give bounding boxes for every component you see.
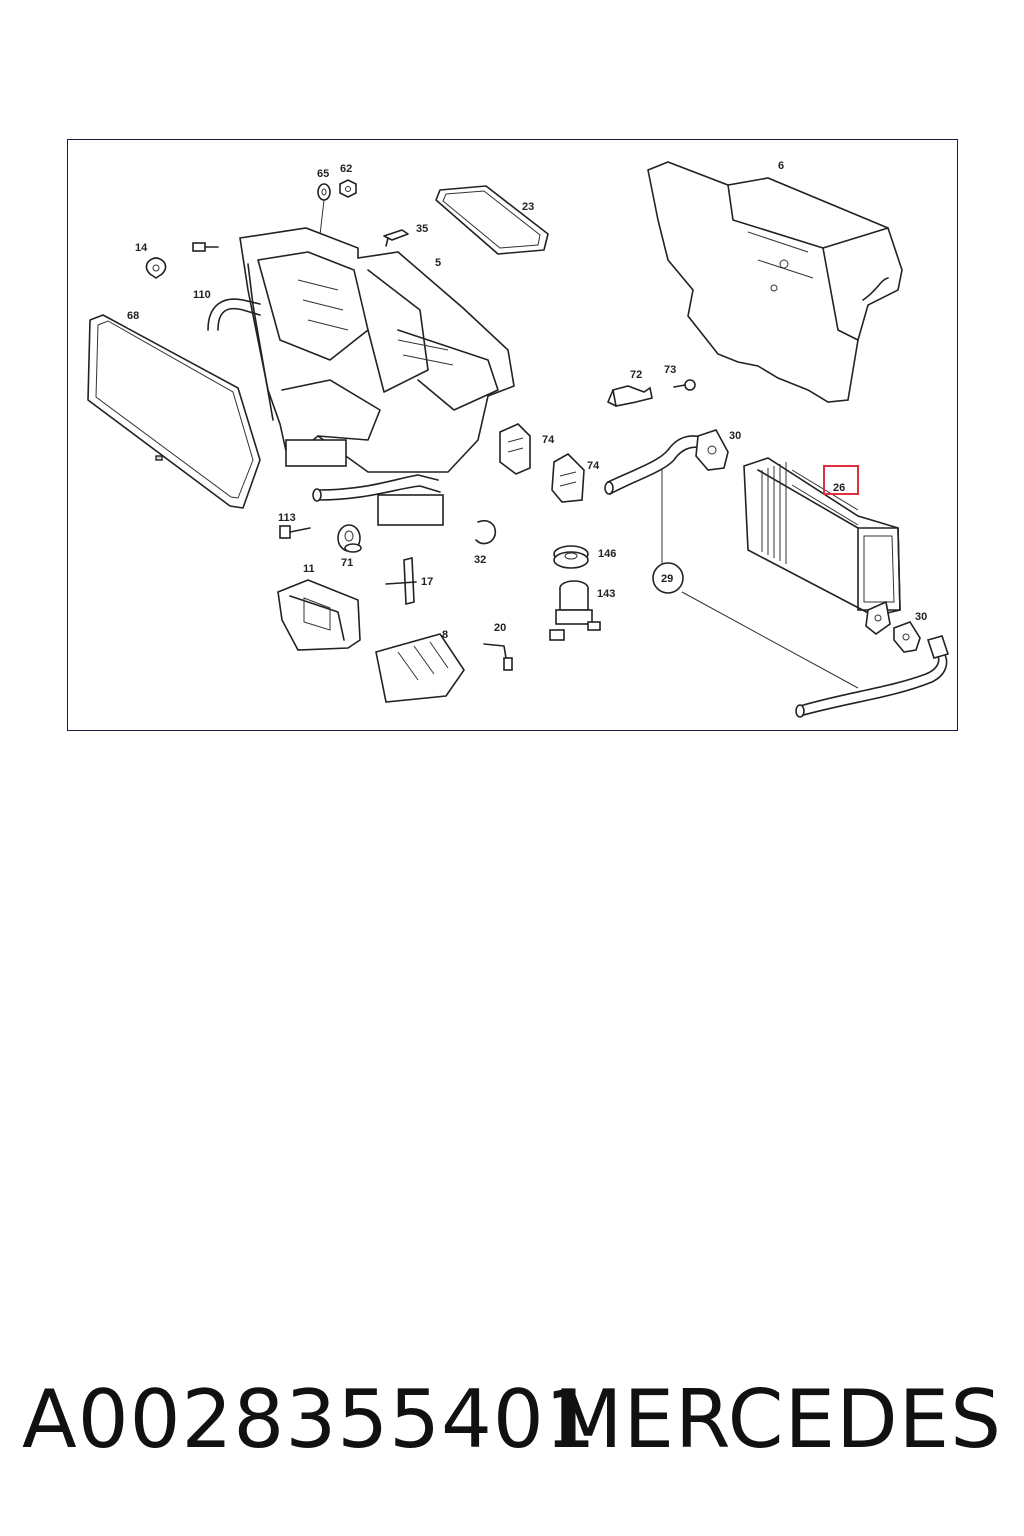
callout-65: 65 — [317, 168, 329, 180]
callout-labels: 65 62 23 35 5 14 110 68 6 72 73 74 74 30… — [127, 160, 927, 641]
part-73-screw — [673, 379, 696, 391]
callout-143: 143 — [597, 588, 615, 600]
callout-6: 6 — [778, 160, 784, 172]
callout-26: 26 — [833, 482, 845, 494]
part-74-bracket-b — [551, 453, 585, 503]
callout-17: 17 — [421, 576, 433, 588]
callout-11: 11 — [303, 563, 315, 575]
part-72-bracket — [607, 385, 653, 407]
callout-32: 32 — [474, 554, 486, 566]
callout-8: 8 — [442, 629, 448, 641]
part-29-hose-lower — [661, 468, 950, 718]
exploded-parts-diagram: 65 62 23 35 5 14 110 68 6 72 73 74 74 30… — [67, 139, 958, 731]
part-20-bolt — [483, 643, 513, 671]
part-26-heat-exchanger — [743, 457, 901, 636]
callout-113: 113 — [278, 512, 296, 524]
part-110-screw — [192, 242, 219, 252]
part-number: A0028355401 — [22, 1373, 597, 1466]
callout-20: 20 — [494, 622, 506, 634]
part-8-duct — [375, 633, 465, 703]
callout-74-a: 74 — [542, 434, 555, 446]
part-14-clip — [145, 257, 167, 279]
callout-146: 146 — [598, 548, 616, 560]
callout-29: 29 — [661, 573, 673, 585]
highlight-box-26 — [823, 465, 859, 495]
part-74-bracket-a — [499, 423, 531, 475]
callout-30-lower: 30 — [915, 611, 927, 623]
product-caption: A0028355401 MERCEDES — [0, 1370, 1024, 1470]
part-68-gasket — [87, 314, 261, 509]
callout-14: 14 — [135, 242, 148, 254]
part-143-valve — [549, 580, 601, 641]
part-5-heater-housing — [207, 227, 515, 526]
callout-73: 73 — [664, 364, 676, 376]
callout-29-circle — [652, 562, 684, 594]
callout-23: 23 — [522, 201, 534, 213]
part-30-gasket-upper — [695, 429, 729, 471]
part-17-lever — [385, 556, 417, 606]
callout-35: 35 — [416, 223, 428, 235]
callout-5: 5 — [435, 257, 441, 269]
callout-62: 62 — [340, 163, 352, 175]
part-113-screw — [279, 525, 311, 539]
brand-name: MERCEDES — [553, 1373, 1002, 1466]
callout-68: 68 — [127, 310, 139, 322]
part-62-nut — [339, 179, 357, 198]
part-30-gasket-lower — [893, 621, 921, 653]
part-32-clip — [475, 519, 497, 545]
callout-30-upper: 30 — [729, 430, 741, 442]
part-11-blower-unit — [277, 579, 361, 651]
part-35-clip — [383, 229, 409, 247]
part-146-bushing — [553, 545, 589, 569]
part-71-grommet — [337, 524, 362, 553]
part-23-gasket — [435, 185, 549, 255]
callout-74-b: 74 — [587, 460, 600, 472]
callout-72: 72 — [630, 369, 642, 381]
part-hose-upper — [604, 435, 709, 495]
callout-110: 110 — [193, 289, 211, 301]
callout-71: 71 — [341, 557, 353, 569]
part-6-housing-cover — [647, 161, 903, 403]
